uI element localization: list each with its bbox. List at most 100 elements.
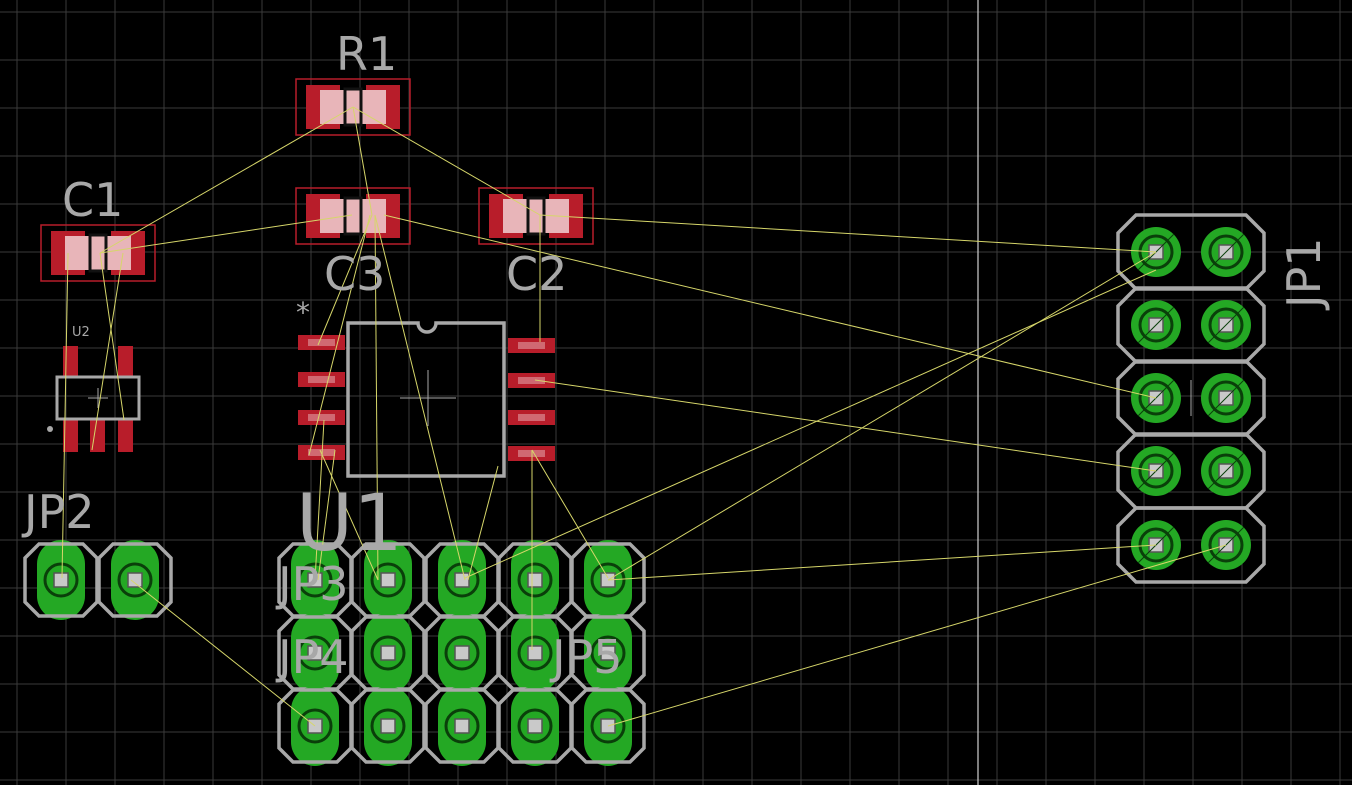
header-pad-outline — [424, 688, 500, 764]
jp1-pad-slash — [1207, 452, 1245, 490]
header-pad-r3c4-drill — [527, 718, 543, 734]
header-pad-outline — [497, 688, 573, 764]
u2-top-pin-1 — [63, 346, 78, 378]
airwire-3 — [352, 106, 541, 216]
airwire-21 — [531, 449, 609, 579]
label-c3: C3 — [324, 247, 385, 301]
airwire-5 — [91, 252, 124, 451]
u1-pin-highlight — [308, 414, 335, 421]
jp1-pad-r3c1-ring — [1138, 380, 1174, 416]
header-pad-r1c4-drill — [527, 572, 543, 588]
header-pad-r2c5-drill — [600, 645, 616, 661]
header-pad-r1c3-drill — [454, 572, 470, 588]
header-pad-r1c5-ring — [590, 562, 626, 598]
header-pad-r2c5-ring — [590, 635, 626, 671]
label-r1: R1 — [336, 27, 397, 81]
jp2-pad-1-drill — [53, 572, 69, 588]
header-pad-r3c2-ring — [370, 708, 406, 744]
label-jp3: JP3 — [275, 557, 349, 611]
header-pad-r2c3-drill — [454, 645, 470, 661]
labels-layer: R1 C1 C3 C2 U2 * U1 JP2 JP3 JP4 JP5 JP1 — [21, 27, 1331, 684]
airwire-18 — [317, 449, 336, 581]
header-pad-r3c3-ring — [444, 708, 480, 744]
airwire-7 — [99, 252, 125, 421]
c1-center — [88, 233, 108, 273]
label-jp4: JP4 — [275, 630, 349, 684]
u1-pin-highlight — [308, 376, 335, 383]
through-hole-layer — [23, 213, 1266, 766]
c3-outline — [295, 187, 411, 245]
r1-center — [343, 87, 363, 127]
header-pad-r1c3-ring — [444, 562, 480, 598]
u1-body-outline — [346, 321, 506, 478]
label-jp5: JP5 — [549, 630, 623, 684]
header-pad-r3c4-ring — [517, 708, 553, 744]
header-pad-r1c1-ring — [297, 562, 333, 598]
airwire-15 — [534, 379, 1157, 472]
jp1-pad-r3c2-ring — [1208, 380, 1244, 416]
airwire-1 — [99, 106, 354, 254]
r1-outline — [295, 78, 411, 136]
u1-pin-highlight — [308, 339, 335, 346]
label-jp2: JP2 — [21, 485, 95, 539]
airwire-16 — [319, 449, 379, 581]
header-pad-outline — [277, 688, 353, 764]
header-pad-r3c5-ring — [590, 708, 626, 744]
header-pad-r3c2-drill — [380, 718, 396, 734]
airwire-6 — [61, 252, 69, 579]
u2-bottom-pin-1 — [63, 420, 78, 452]
airwire-17 — [314, 419, 325, 581]
airwire-26 — [607, 251, 1157, 581]
u1-pin-highlight — [518, 342, 545, 349]
jp1-pad-r1c2-ring — [1208, 234, 1244, 270]
jp1-pad-slash — [1137, 306, 1175, 344]
header-pad-r2c4-drill — [527, 645, 543, 661]
jp2-outline — [23, 542, 99, 618]
silkscreen-layer — [47, 321, 506, 478]
header-pad-r2c2-drill — [380, 645, 396, 661]
jp1-pad-slash — [1207, 379, 1245, 417]
airwire-23 — [607, 544, 1157, 581]
header-pad-r3c1-ring — [297, 708, 333, 744]
c2-center — [526, 196, 546, 236]
airwire-4 — [99, 214, 353, 254]
header-pad-r2c1-drill — [307, 645, 323, 661]
airwire-12 — [308, 214, 371, 456]
u1-pin-highlight — [518, 377, 545, 384]
airwire-10 — [374, 214, 379, 581]
jp1-pad-r4c1-ring — [1138, 453, 1174, 489]
airwire-layer — [61, 106, 1227, 727]
jp2-pad-2-drill — [127, 572, 143, 588]
u2-top-pin-2 — [118, 346, 133, 378]
jp1-pad-r4c2-ring — [1208, 453, 1244, 489]
label-c1: C1 — [62, 173, 123, 227]
u1-pin-highlight — [518, 414, 545, 421]
jp2-pad-1-ring — [43, 562, 79, 598]
jp2-pad-2-ring — [117, 562, 153, 598]
header-pad-r2c2-ring — [370, 635, 406, 671]
label-u1: U1 — [296, 479, 403, 569]
jp1-pad-r5c1-ring — [1138, 527, 1174, 563]
header-pad-outline — [570, 688, 646, 764]
label-c2: C2 — [506, 247, 567, 301]
header-pad-r3c3-drill — [454, 718, 470, 734]
header-pad-outline — [350, 688, 426, 764]
airwire-19 — [467, 465, 499, 581]
c3-body — [320, 199, 386, 233]
airwire-22 — [130, 579, 316, 727]
jp1-pad-slash — [1207, 233, 1245, 271]
header-pad-r1c4-ring — [517, 562, 553, 598]
jp1-row-outline — [1116, 506, 1266, 584]
jp1-pad-r1c1-ring — [1138, 234, 1174, 270]
u2-body-outline — [55, 375, 141, 421]
c2-outline — [478, 187, 594, 245]
airwire-8 — [383, 214, 1157, 399]
header-pad-r1c2-ring — [370, 562, 406, 598]
jp1-pad-r2c2-ring — [1208, 307, 1244, 343]
jp2-outline — [97, 542, 173, 618]
u2-bottom-pin-3 — [118, 420, 133, 452]
header-pad-r2c1-ring — [297, 635, 333, 671]
c1-outline — [40, 224, 156, 282]
